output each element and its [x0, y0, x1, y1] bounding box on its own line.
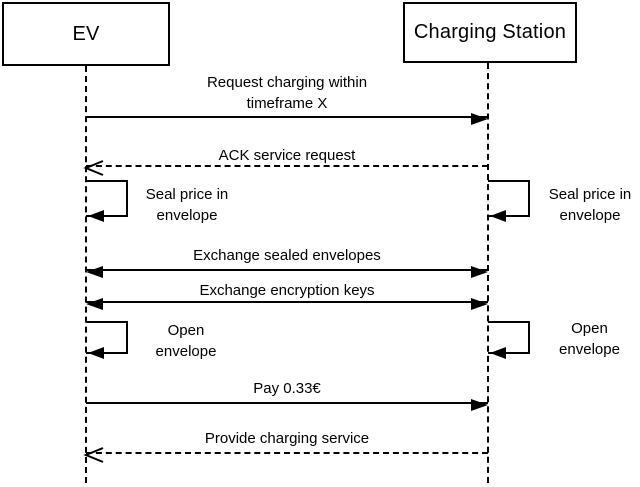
filled-arrowhead-left-icon [86, 298, 103, 310]
message-label-line: Seal price in [548, 186, 632, 203]
message-label-ack: ACK service request [86, 145, 488, 166]
actor-label-charging-station: Charging Station [413, 21, 567, 43]
filled-arrowhead-left-icon [86, 266, 103, 278]
message-label-exchange-keys: Exchange encryption keys [86, 280, 488, 301]
self-message-label-seal-charging-station: Seal price in envelope [534, 184, 640, 226]
message-label-line: ACK service request [218, 147, 356, 164]
message-arrow-pay [86, 399, 488, 411]
message-arrow-request-charging [86, 113, 488, 125]
message-label-exchange-envelopes: Exchange sealed envelopes [86, 245, 488, 266]
message-label-line: Exchange sealed envelopes [193, 247, 381, 264]
self-message-loop-open-charging-station [488, 321, 530, 359]
self-message-loop-seal-ev [86, 180, 128, 222]
filled-arrowhead-right-icon [471, 399, 488, 411]
actor-label-ev: EV [72, 22, 100, 45]
self-message-loop-open-ev [86, 321, 128, 359]
message-label-line: Request charging within [206, 74, 368, 91]
filled-arrowhead-left-icon [88, 210, 104, 222]
filled-arrowhead-right-icon [471, 266, 488, 278]
filled-arrowhead-left-icon [88, 347, 104, 359]
self-message-label-open-ev: Open envelope [130, 320, 242, 362]
message-label-line: Seal price in [145, 186, 229, 203]
message-label-request-charging: Request charging within timeframe X [86, 72, 488, 114]
message-label-line: timeframe X [246, 95, 328, 112]
message-arrow-ack [83, 160, 488, 176]
lifeline-charging-station [487, 63, 489, 483]
self-message-label-seal-ev: Seal price in envelope [132, 184, 242, 226]
filled-arrowhead-right-icon [471, 113, 488, 125]
open-arrowhead-left-icon [83, 447, 104, 463]
message-label-line: Pay 0.33€ [253, 380, 321, 397]
message-label-pay: Pay 0.33€ [86, 378, 488, 399]
message-arrow-provide-service [83, 447, 488, 463]
message-label-provide-service: Provide charging service [86, 428, 488, 449]
message-arrow-exchange-envelopes [86, 266, 488, 278]
message-label-line: envelope [559, 341, 620, 358]
filled-arrowhead-right-icon [471, 298, 488, 310]
actor-box-ev: EV [2, 2, 170, 66]
self-message-loop-seal-charging-station [488, 180, 530, 222]
message-label-line: envelope [155, 343, 217, 360]
open-arrowhead-left-icon [83, 160, 104, 176]
actor-box-charging-station: Charging Station [403, 2, 577, 63]
self-message-label-open-charging-station: Open envelope [532, 318, 640, 360]
message-label-line: Open [571, 320, 608, 337]
filled-arrowhead-left-icon [490, 347, 506, 359]
message-label-line: Open [167, 322, 205, 339]
message-label-line: Provide charging service [204, 430, 370, 447]
message-label-line: Exchange encryption keys [199, 282, 375, 299]
message-label-line: envelope [559, 207, 621, 224]
message-arrow-exchange-keys [86, 298, 488, 310]
message-label-line: envelope [156, 207, 218, 224]
filled-arrowhead-left-icon [490, 210, 506, 222]
